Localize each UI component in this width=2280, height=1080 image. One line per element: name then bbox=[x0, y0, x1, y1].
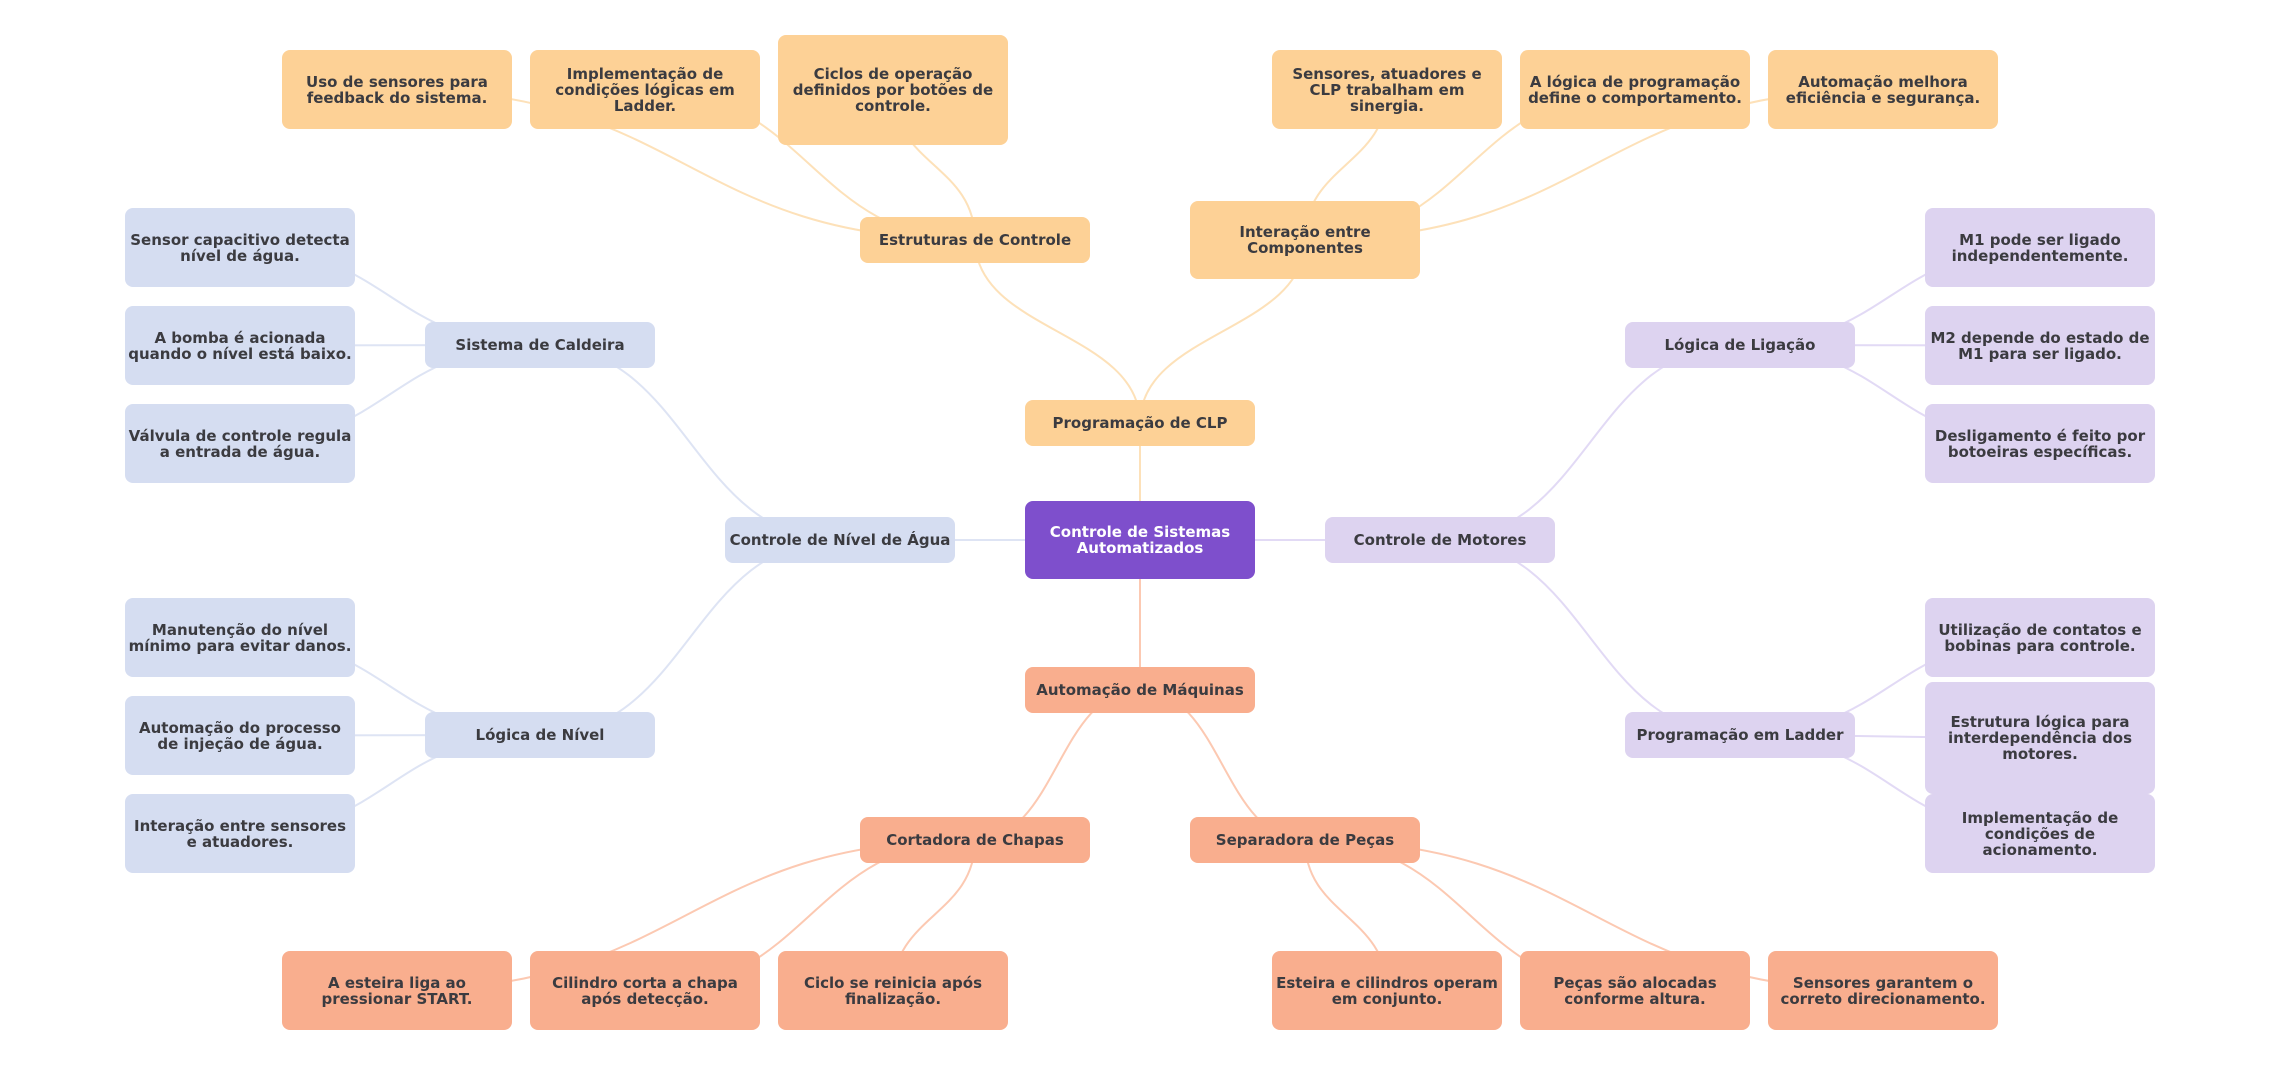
root-node[interactable]: Controle de Sistemas Automatizados bbox=[1025, 501, 1255, 579]
leaf-node-cortadora-1[interactable]: A esteira liga ao pressionar START. bbox=[282, 951, 512, 1030]
leaf-node-estruturas-1-label: Uso de sensores para feedback do sistema… bbox=[306, 72, 488, 107]
branch-node-agua[interactable]: Controle de Nível de Água bbox=[725, 517, 955, 563]
leaf-node-ladder-1-label: Utilização de contatos e bobinas para co… bbox=[1938, 620, 2142, 655]
edge-agua-logica-nivel bbox=[539, 539, 841, 736]
leaf-node-separadora-2-label: Peças são alocadas conforme altura. bbox=[1553, 973, 1717, 1008]
branch-node-maquinas[interactable]: Automação de Máquinas bbox=[1025, 667, 1255, 713]
leaf-node-caldeira-3-label: Válvula de controle regula a entrada de … bbox=[128, 426, 352, 461]
leaf-node-interacao-1[interactable]: Sensores, atuadores e CLP trabalham em s… bbox=[1272, 50, 1502, 129]
topic-node-ladder-label: Programação em Ladder bbox=[1636, 726, 1844, 744]
leaf-node-ligacao-3-label: Desligamento é feito por botoeiras espec… bbox=[1934, 426, 2146, 461]
topic-node-caldeira[interactable]: Sistema de Caldeira bbox=[425, 322, 655, 368]
leaf-node-cortadora-3[interactable]: Ciclo se reinicia após finalização. bbox=[778, 951, 1008, 1030]
leaf-node-logica-nivel-2-label: Automação do processo de injeção de água… bbox=[139, 718, 341, 753]
leaf-node-caldeira-1[interactable]: Sensor capacitivo detecta nível de água. bbox=[125, 208, 355, 287]
leaf-node-ladder-1[interactable]: Utilização de contatos e bobinas para co… bbox=[1925, 598, 2155, 677]
leaf-node-ladder-3[interactable]: Implementação de condições de acionament… bbox=[1925, 794, 2155, 873]
topic-node-separadora-label: Separadora de Peças bbox=[1215, 831, 1395, 849]
leaf-node-separadora-3-label: Sensores garantem o correto direcionamen… bbox=[1780, 973, 1986, 1008]
leaf-node-estruturas-1[interactable]: Uso de sensores para feedback do sistema… bbox=[282, 50, 512, 129]
leaf-node-caldeira-2-label: A bomba é acionada quando o nível está b… bbox=[128, 328, 352, 363]
edge-agua-caldeira bbox=[539, 344, 841, 541]
leaf-node-cortadora-1-label: A esteira liga ao pressionar START. bbox=[321, 973, 473, 1008]
branch-node-agua-label: Controle de Nível de Água bbox=[729, 531, 951, 549]
topic-node-estruturas[interactable]: Estruturas de Controle bbox=[860, 217, 1090, 263]
leaf-node-ligacao-1-label: M1 pode ser ligado independentemente. bbox=[1951, 230, 2129, 265]
edge-motores-ladder bbox=[1439, 539, 1741, 736]
leaf-node-interacao-1-label: Sensores, atuadores e CLP trabalham em s… bbox=[1292, 64, 1482, 115]
topic-node-cortadora-label: Cortadora de Chapas bbox=[886, 831, 1064, 849]
leaf-node-ligacao-2-label: M2 depende do estado de M1 para ser liga… bbox=[1930, 328, 2150, 363]
leaf-node-separadora-2[interactable]: Peças são alocadas conforme altura. bbox=[1520, 951, 1750, 1030]
branch-node-maquinas-label: Automação de Máquinas bbox=[1036, 681, 1244, 699]
topic-node-interacao-label: Interação entre Componentes bbox=[1239, 223, 1371, 257]
leaf-node-interacao-2[interactable]: A lógica de programação define o comport… bbox=[1520, 50, 1750, 129]
branch-node-motores[interactable]: Controle de Motores bbox=[1325, 517, 1555, 563]
leaf-node-cortadora-2-label: Cilindro corta a chapa após detecção. bbox=[552, 973, 738, 1008]
leaf-node-caldeira-3[interactable]: Válvula de controle regula a entrada de … bbox=[125, 404, 355, 483]
edge-motores-ligacao bbox=[1439, 344, 1741, 541]
leaf-node-cortadora-3-label: Ciclo se reinicia após finalização. bbox=[803, 973, 983, 1008]
leaf-node-logica-nivel-3-label: Interação entre sensores e atuadores. bbox=[134, 816, 346, 851]
leaf-node-estruturas-3-label: Ciclos de operação definidos por botões … bbox=[792, 65, 994, 115]
topic-node-ligacao[interactable]: Lógica de Ligação bbox=[1625, 322, 1855, 368]
leaf-node-estruturas-3[interactable]: Ciclos de operação definidos por botões … bbox=[778, 35, 1008, 145]
leaf-node-separadora-3[interactable]: Sensores garantem o correto direcionamen… bbox=[1768, 951, 1998, 1030]
topic-node-ligacao-label: Lógica de Ligação bbox=[1664, 336, 1816, 354]
leaf-node-interacao-3-label: Automação melhora eficiência e segurança… bbox=[1785, 72, 1981, 107]
leaf-node-ladder-2[interactable]: Estrutura lógica para interdependência d… bbox=[1925, 682, 2155, 794]
leaf-node-interacao-3[interactable]: Automação melhora eficiência e segurança… bbox=[1768, 50, 1998, 129]
leaf-node-estruturas-2-label: Implementação de condições lógicas em La… bbox=[555, 64, 735, 115]
leaf-node-logica-nivel-3[interactable]: Interação entre sensores e atuadores. bbox=[125, 794, 355, 873]
leaf-node-logica-nivel-2[interactable]: Automação do processo de injeção de água… bbox=[125, 696, 355, 775]
leaf-node-logica-nivel-1[interactable]: Manutenção do nível mínimo para evitar d… bbox=[125, 598, 355, 677]
leaf-node-ladder-2-label: Estrutura lógica para interdependência d… bbox=[1948, 713, 2132, 763]
root-node-label: Controle de Sistemas Automatizados bbox=[1049, 523, 1231, 557]
leaf-node-logica-nivel-1-label: Manutenção do nível mínimo para evitar d… bbox=[128, 620, 352, 655]
topic-node-ladder[interactable]: Programação em Ladder bbox=[1625, 712, 1855, 758]
branch-node-motores-label: Controle de Motores bbox=[1353, 531, 1527, 549]
leaf-node-ladder-3-label: Implementação de condições de acionament… bbox=[1961, 808, 2119, 859]
leaf-node-separadora-1-label: Esteira e cilindros operam em conjunto. bbox=[1276, 973, 1498, 1008]
leaf-node-estruturas-2[interactable]: Implementação de condições lógicas em La… bbox=[530, 50, 760, 129]
topic-node-caldeira-label: Sistema de Caldeira bbox=[455, 336, 625, 354]
topic-node-estruturas-label: Estruturas de Controle bbox=[878, 231, 1072, 249]
leaf-node-ligacao-1[interactable]: M1 pode ser ligado independentemente. bbox=[1925, 208, 2155, 287]
topic-node-separadora[interactable]: Separadora de Peças bbox=[1190, 817, 1420, 863]
leaf-node-interacao-2-label: A lógica de programação define o comport… bbox=[1528, 72, 1742, 107]
leaf-node-separadora-1[interactable]: Esteira e cilindros operam em conjunto. bbox=[1272, 951, 1502, 1030]
leaf-node-caldeira-1-label: Sensor capacitivo detecta nível de água. bbox=[130, 230, 350, 265]
leaf-node-cortadora-2[interactable]: Cilindro corta a chapa após detecção. bbox=[530, 951, 760, 1030]
branch-node-clp[interactable]: Programação de CLP bbox=[1025, 400, 1255, 446]
topic-node-logica-nivel-label: Lógica de Nível bbox=[475, 726, 605, 744]
topic-node-interacao[interactable]: Interação entre Componentes bbox=[1190, 201, 1420, 279]
leaf-node-ligacao-2[interactable]: M2 depende do estado de M1 para ser liga… bbox=[1925, 306, 2155, 385]
edge-clp-estruturas bbox=[974, 239, 1141, 424]
topic-node-logica-nivel[interactable]: Lógica de Nível bbox=[425, 712, 655, 758]
leaf-node-ligacao-3[interactable]: Desligamento é feito por botoeiras espec… bbox=[1925, 404, 2155, 483]
topic-node-cortadora[interactable]: Cortadora de Chapas bbox=[860, 817, 1090, 863]
leaf-node-caldeira-2[interactable]: A bomba é acionada quando o nível está b… bbox=[125, 306, 355, 385]
branch-node-clp-label: Programação de CLP bbox=[1052, 414, 1228, 432]
